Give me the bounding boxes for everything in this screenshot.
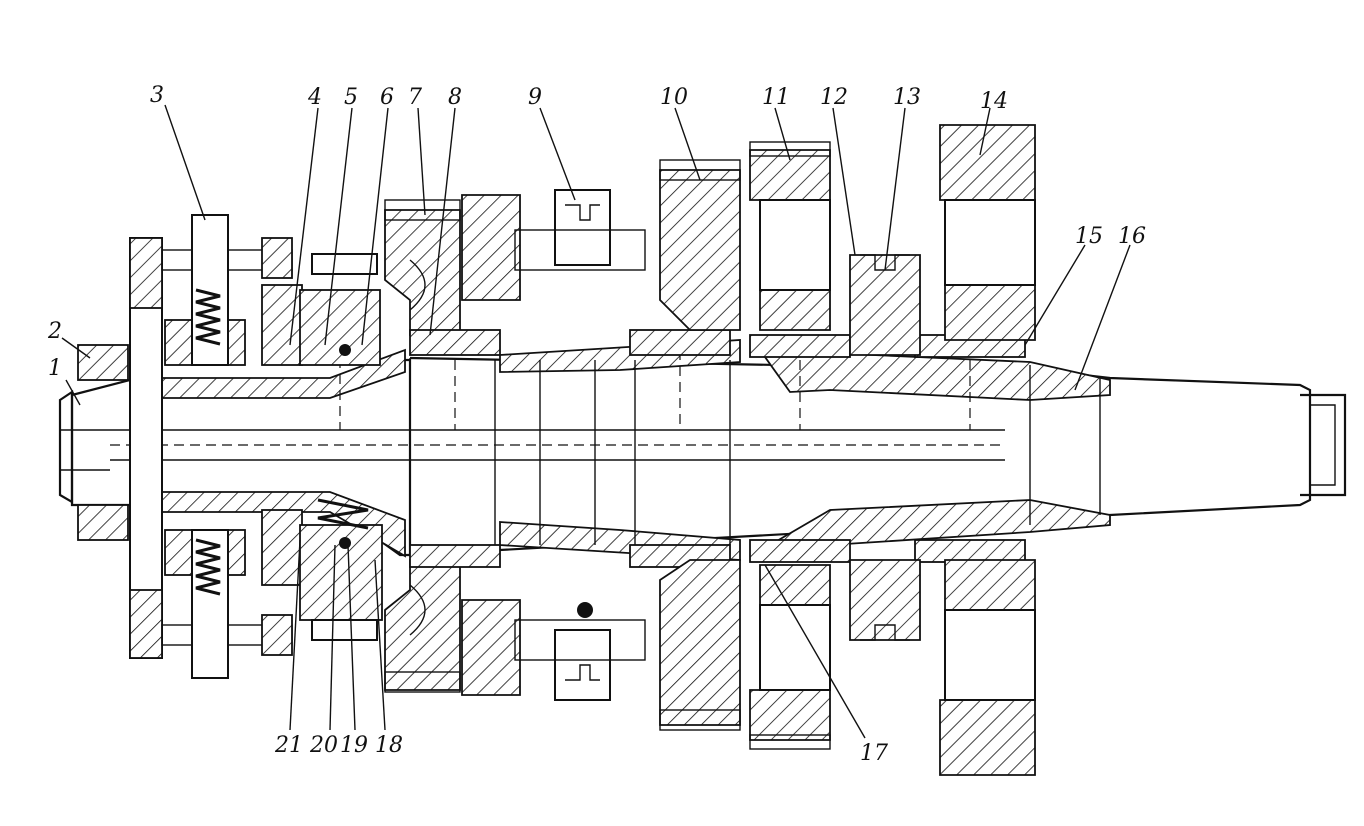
shift-collar-13 xyxy=(849,254,921,641)
gear-11 xyxy=(749,141,831,750)
gear-10 xyxy=(659,159,741,731)
main-shaft xyxy=(58,339,1347,561)
callout-11: 11 xyxy=(762,85,790,110)
callout-6: 6 xyxy=(380,85,394,110)
callout-19: 19 xyxy=(340,733,368,758)
callout-15: 15 xyxy=(1075,224,1103,249)
callout-14: 14 xyxy=(980,89,1008,114)
callout-3: 3 xyxy=(150,83,164,108)
callout-18: 18 xyxy=(375,733,403,758)
callout-12: 12 xyxy=(820,85,848,110)
callout-labels: 1 2 3 4 5 6 7 8 9 10 11 12 13 14 15 16 1… xyxy=(47,83,1146,766)
callout-5: 5 xyxy=(344,85,358,110)
callout-7: 7 xyxy=(408,85,422,110)
leader-lines xyxy=(61,104,1131,739)
callout-2: 2 xyxy=(47,319,62,344)
callout-9: 9 xyxy=(528,85,542,110)
gear-14 xyxy=(939,124,1036,776)
callout-4: 4 xyxy=(307,85,322,110)
callout-20: 20 xyxy=(309,733,338,758)
synchronizer-9 xyxy=(461,189,646,701)
callout-17: 17 xyxy=(860,741,888,766)
callout-21: 21 xyxy=(274,733,303,758)
callout-1: 1 xyxy=(48,356,62,381)
callout-16: 16 xyxy=(1118,224,1146,249)
callout-10: 10 xyxy=(660,85,688,110)
gear-7 xyxy=(384,199,461,693)
left-nut-and-clutch xyxy=(77,214,383,679)
callout-8: 8 xyxy=(448,85,462,110)
callout-13: 13 xyxy=(893,85,921,110)
